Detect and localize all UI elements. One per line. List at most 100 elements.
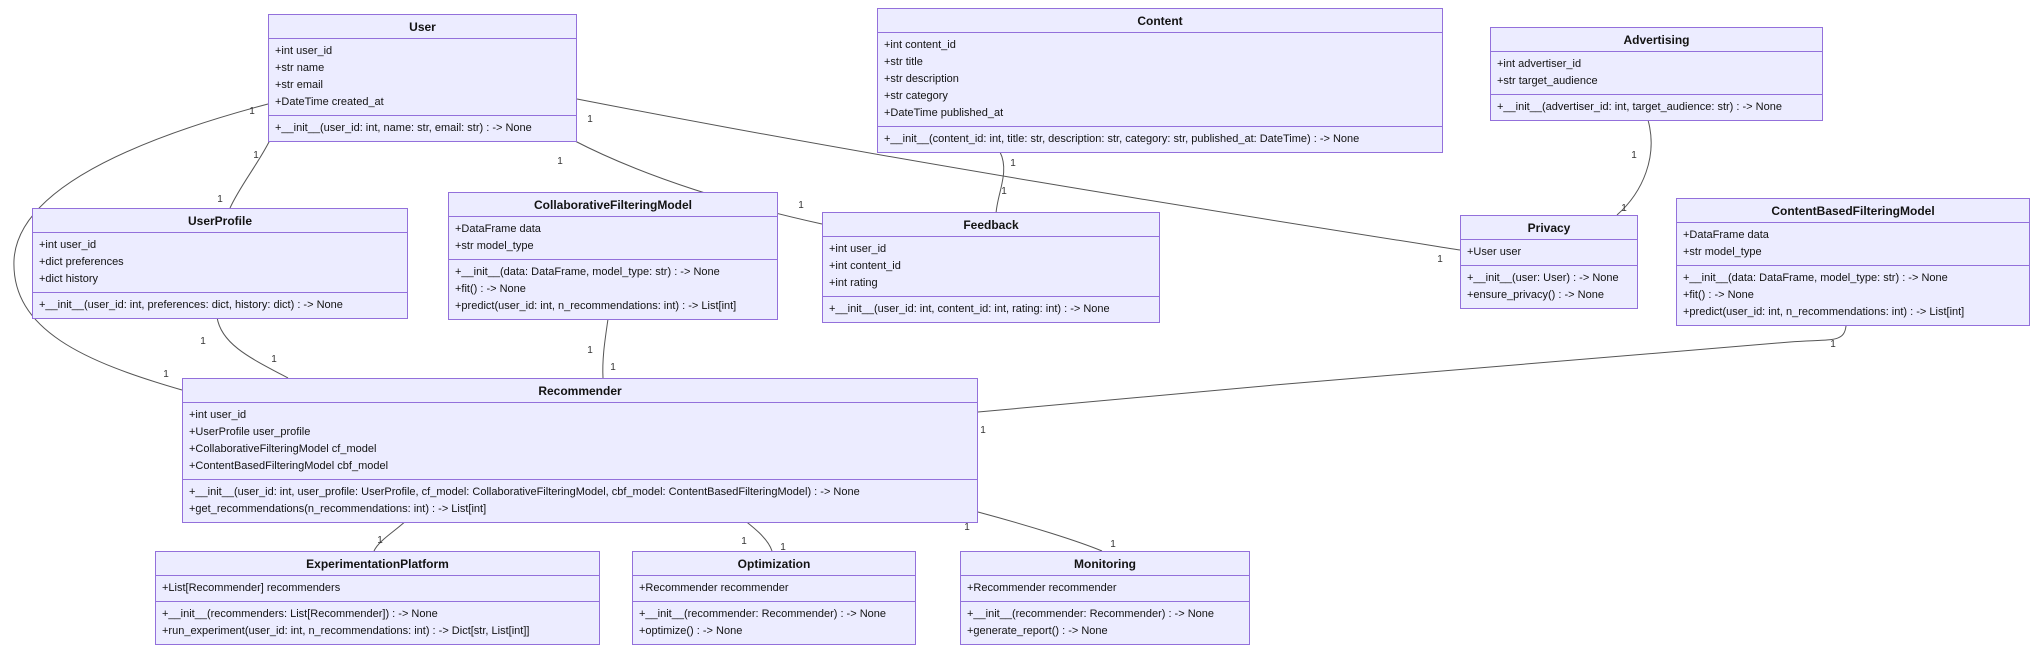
class-box-Feedback: Feedback +int user_id+int content_id+int… xyxy=(822,212,1160,323)
relationship-edge-User-Feedback xyxy=(572,139,823,225)
class-attribute: +DateTime published_at xyxy=(884,107,1004,119)
class-box-ContentBasedFilteringModel: ContentBasedFilteringModel +DataFrame da… xyxy=(1676,198,2030,326)
class-attributes: +List[Recommender] recommenders xyxy=(156,576,599,601)
class-attribute: +int user_id xyxy=(189,409,247,421)
class-title: UserProfile xyxy=(33,209,407,233)
class-method: +fit() : -> None xyxy=(455,283,526,295)
class-attributes: +int user_id+dict preferences+dict histo… xyxy=(33,233,407,292)
class-title: Recommender xyxy=(183,379,977,403)
class-attribute: +UserProfile user_profile xyxy=(189,426,311,438)
class-attribute: +dict preferences xyxy=(39,256,124,268)
class-attribute: +int rating xyxy=(829,277,878,289)
class-method: +__init__(user: User) : -> None xyxy=(1467,272,1619,284)
class-attributes: +int content_id+str title+str descriptio… xyxy=(878,33,1442,126)
class-attribute: +DateTime created_at xyxy=(275,96,384,108)
relationship-edge-User-Recommender xyxy=(13,103,269,391)
class-box-CollaborativeFilteringModel: CollaborativeFilteringModel +DataFrame d… xyxy=(448,192,778,320)
class-methods: +__init__(data: DataFrame, model_type: s… xyxy=(1677,265,2029,325)
class-box-Recommender: Recommender +int user_id +UserProfile use… xyxy=(182,378,978,523)
class-methods: +__init__(content_id: int, title: str, d… xyxy=(878,126,1442,152)
class-box-ExperimentationPlatform: ExperimentationPlatform +List[Recommende… xyxy=(155,551,600,645)
class-method: +__init__(recommender: Recommender) : ->… xyxy=(967,608,1215,620)
class-title: Advertising xyxy=(1491,28,1822,52)
multiplicity-label: 1 xyxy=(741,536,747,547)
class-methods: +__init__(user_id: int, name: str, email… xyxy=(269,115,576,141)
class-methods: +__init__(user_id: int, user_profile: Us… xyxy=(183,479,977,522)
multiplicity-label: 1 xyxy=(587,114,593,125)
class-method: +__init__(recommender: Recommender) : ->… xyxy=(639,608,887,620)
class-attributes: +User user xyxy=(1461,240,1637,265)
class-title: Monitoring xyxy=(961,552,1249,576)
class-attributes: +DataFrame data+str model_type xyxy=(1677,223,2029,265)
class-method: +__init__(recommenders: List[Recommender… xyxy=(162,608,438,620)
multiplicity-label: 1 xyxy=(1010,158,1016,169)
class-method: +ensure_privacy() : -> None xyxy=(1467,289,1604,301)
class-title: ExperimentationPlatform xyxy=(156,552,599,576)
class-box-User: User +int user_id+str name+str email+Dat… xyxy=(268,14,577,142)
multiplicity-label: 1 xyxy=(964,522,970,533)
relationship-edge-CollaborativeFilteringModel-Recommender xyxy=(602,318,609,379)
class-attribute: +Recommender recommender xyxy=(967,582,1117,594)
relationship-edge-Advertising-Privacy xyxy=(1616,119,1652,216)
class-method: +predict(user_id: int, n_recommendations… xyxy=(455,300,737,312)
class-attribute: +str target_audience xyxy=(1497,75,1598,87)
class-methods: +__init__(user: User) : -> None +ensure_p… xyxy=(1461,265,1637,308)
class-method: +__init__(advertiser_id: int, target_aud… xyxy=(1497,101,1782,113)
class-attribute: +str title xyxy=(884,56,923,68)
multiplicity-label: 1 xyxy=(587,345,593,356)
multiplicity-label: 1 xyxy=(1437,254,1443,265)
multiplicity-label: 1 xyxy=(1001,186,1007,197)
class-attribute: +List[Recommender] recommenders xyxy=(162,582,341,594)
class-method: +__init__(data: DataFrame, model_type: s… xyxy=(1683,272,1948,284)
multiplicity-label: 1 xyxy=(980,425,986,436)
class-attributes: +int user_id+str name+str email+DateTime… xyxy=(269,39,576,115)
multiplicity-label: 1 xyxy=(780,542,786,553)
class-attribute: +str category xyxy=(884,90,948,102)
class-method: +__init__(user_id: int, name: str, email… xyxy=(275,122,532,134)
class-title: ContentBasedFilteringModel xyxy=(1677,199,2029,223)
multiplicity-label: 1 xyxy=(163,369,169,380)
class-attribute: +Recommender recommender xyxy=(639,582,789,594)
class-method: +get_recommendations(n_recommendations: … xyxy=(189,503,487,515)
class-method: +predict(user_id: int, n_recommendations… xyxy=(1683,306,1965,318)
class-title: Privacy xyxy=(1461,216,1637,240)
class-attributes: +int user_id+int content_id+int rating xyxy=(823,237,1159,296)
relationship-edge-User-UserProfile xyxy=(229,139,271,209)
multiplicity-label: 1 xyxy=(557,156,563,167)
class-title: CollaborativeFilteringModel xyxy=(449,193,777,217)
class-method: +__init__(content_id: int, title: str, d… xyxy=(884,133,1360,145)
class-attribute: +str email xyxy=(275,79,323,91)
class-attributes: +Recommender recommender xyxy=(633,576,915,601)
class-method: +generate_report() : -> None xyxy=(967,625,1108,637)
class-method: +optimize() : -> None xyxy=(639,625,743,637)
class-attribute: +int advertiser_id xyxy=(1497,58,1582,70)
class-method: +__init__(user_id: int, content_id: int,… xyxy=(829,303,1110,315)
multiplicity-label: 1 xyxy=(200,336,206,347)
class-attribute: +int content_id xyxy=(884,39,956,51)
class-method: +fit() : -> None xyxy=(1683,289,1754,301)
class-title: Optimization xyxy=(633,552,915,576)
multiplicity-label: 1 xyxy=(249,106,255,117)
class-attributes: +DataFrame data+str model_type xyxy=(449,217,777,259)
class-attribute: +int user_id xyxy=(39,239,97,251)
class-methods: +__init__(advertiser_id: int, target_aud… xyxy=(1491,94,1822,120)
relationship-edge-Recommender-ContentBasedFilteringModel xyxy=(977,325,1847,413)
class-attribute: +str model_type xyxy=(1683,246,1762,258)
class-attribute: +str name xyxy=(275,62,325,74)
class-title: User xyxy=(269,15,576,39)
relationship-edge-Recommender-Monitoring xyxy=(977,511,1103,552)
class-attribute: +int content_id xyxy=(829,260,901,272)
multiplicity-label: 1 xyxy=(610,362,616,373)
class-attribute: +User user xyxy=(1467,246,1522,258)
class-attribute: +CollaborativeFilteringModel cf_model xyxy=(189,443,377,455)
class-attributes: +Recommender recommender xyxy=(961,576,1249,601)
relationship-edge-Content-Feedback xyxy=(995,151,1005,215)
class-title: Content xyxy=(878,9,1442,33)
class-box-Advertising: Advertising +int advertiser_id +str targe… xyxy=(1490,27,1823,121)
multiplicity-label: 1 xyxy=(217,194,223,205)
multiplicity-label: 1 xyxy=(377,535,383,546)
class-methods: +__init__(recommender: Recommender) : ->… xyxy=(633,601,915,644)
class-attribute: +DataFrame data xyxy=(455,223,541,235)
